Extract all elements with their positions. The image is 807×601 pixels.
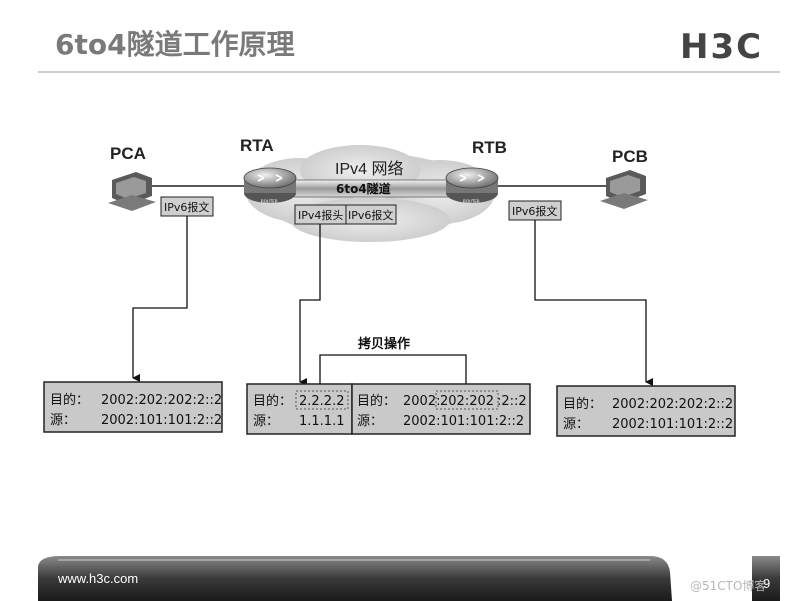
- copy-operation-bracket: [319, 354, 467, 392]
- ipv4-dst-highlight: [295, 390, 349, 410]
- ipv6-src-value: 2002:101:101:2::2: [403, 414, 524, 429]
- callout-right: [534, 220, 653, 386]
- left-dst-label: 目的：: [50, 392, 89, 408]
- router-caption: ROUTER: [463, 199, 480, 204]
- packet-tag-center: [345, 204, 397, 225]
- packet-tag-left-text: IPv6报文: [164, 200, 209, 214]
- pca-label: PCA: [110, 144, 146, 163]
- pcb-label: PCB: [612, 147, 648, 166]
- left-src-label: 源：: [50, 413, 76, 428]
- footer-page-block: [752, 556, 780, 601]
- ipv4-dst-value: 2.2.2.2: [299, 394, 344, 409]
- pc-icon: [108, 172, 156, 211]
- page-number: 9: [763, 576, 770, 591]
- ipv6-dst-suffix: :2::2: [497, 394, 527, 409]
- left-src-value: 2002:101:101:2::2: [101, 413, 222, 428]
- callout-center: [299, 224, 321, 386]
- right-src-value: 2002:101:101:2::2: [612, 417, 733, 432]
- left-dst-value: 2002:202:202:2::2: [101, 393, 222, 408]
- rta-label: RTA: [240, 136, 274, 155]
- right-src-label: 源：: [563, 417, 589, 432]
- header-box-ipv4: [246, 383, 353, 435]
- header-box-left: [43, 381, 223, 433]
- router-icon: ROUTER: [243, 167, 297, 204]
- ipv6-dst-highlight-text: 202:202: [440, 394, 494, 409]
- right-dst-value: 2002:202:202:2::2: [612, 397, 733, 412]
- tunnel-label: 6to4隧道: [336, 181, 391, 196]
- callout-left: [132, 216, 188, 382]
- header-box-right: [556, 385, 736, 437]
- router-caption: ROUTER: [261, 199, 278, 204]
- copy-operation-label: 拷贝操作: [358, 336, 410, 352]
- ipv4-src-value: 1.1.1.1: [299, 414, 344, 429]
- packet-tag-ipv4-header-text: IPv4报头: [298, 208, 343, 222]
- rtb-label: RTB: [472, 138, 507, 157]
- ipv4-dst-label: 目的：: [253, 393, 292, 409]
- ipv6-src-label: 源：: [357, 414, 383, 429]
- router-icon: ROUTER: [445, 167, 499, 204]
- ipv4-src-label: 源：: [253, 414, 279, 429]
- ipv6-dst-prefix: 2002:: [403, 394, 440, 409]
- page-title: 6to4隧道工作原理: [55, 28, 295, 61]
- footer-bar: [38, 556, 672, 601]
- packet-tag-right-text: IPv6报文: [512, 204, 557, 218]
- footer-url[interactable]: www.h3c.com: [57, 571, 138, 586]
- ipv4-network-label: IPv4 网络: [335, 159, 403, 178]
- h3c-logo: H3C: [680, 27, 763, 67]
- ipv6-dst-label: 目的：: [357, 393, 396, 409]
- packet-tag-center-text: IPv6报文: [348, 208, 393, 222]
- pc-icon: [600, 170, 648, 209]
- right-dst-label: 目的：: [563, 396, 602, 412]
- watermark: @51CTO博客: [690, 578, 766, 593]
